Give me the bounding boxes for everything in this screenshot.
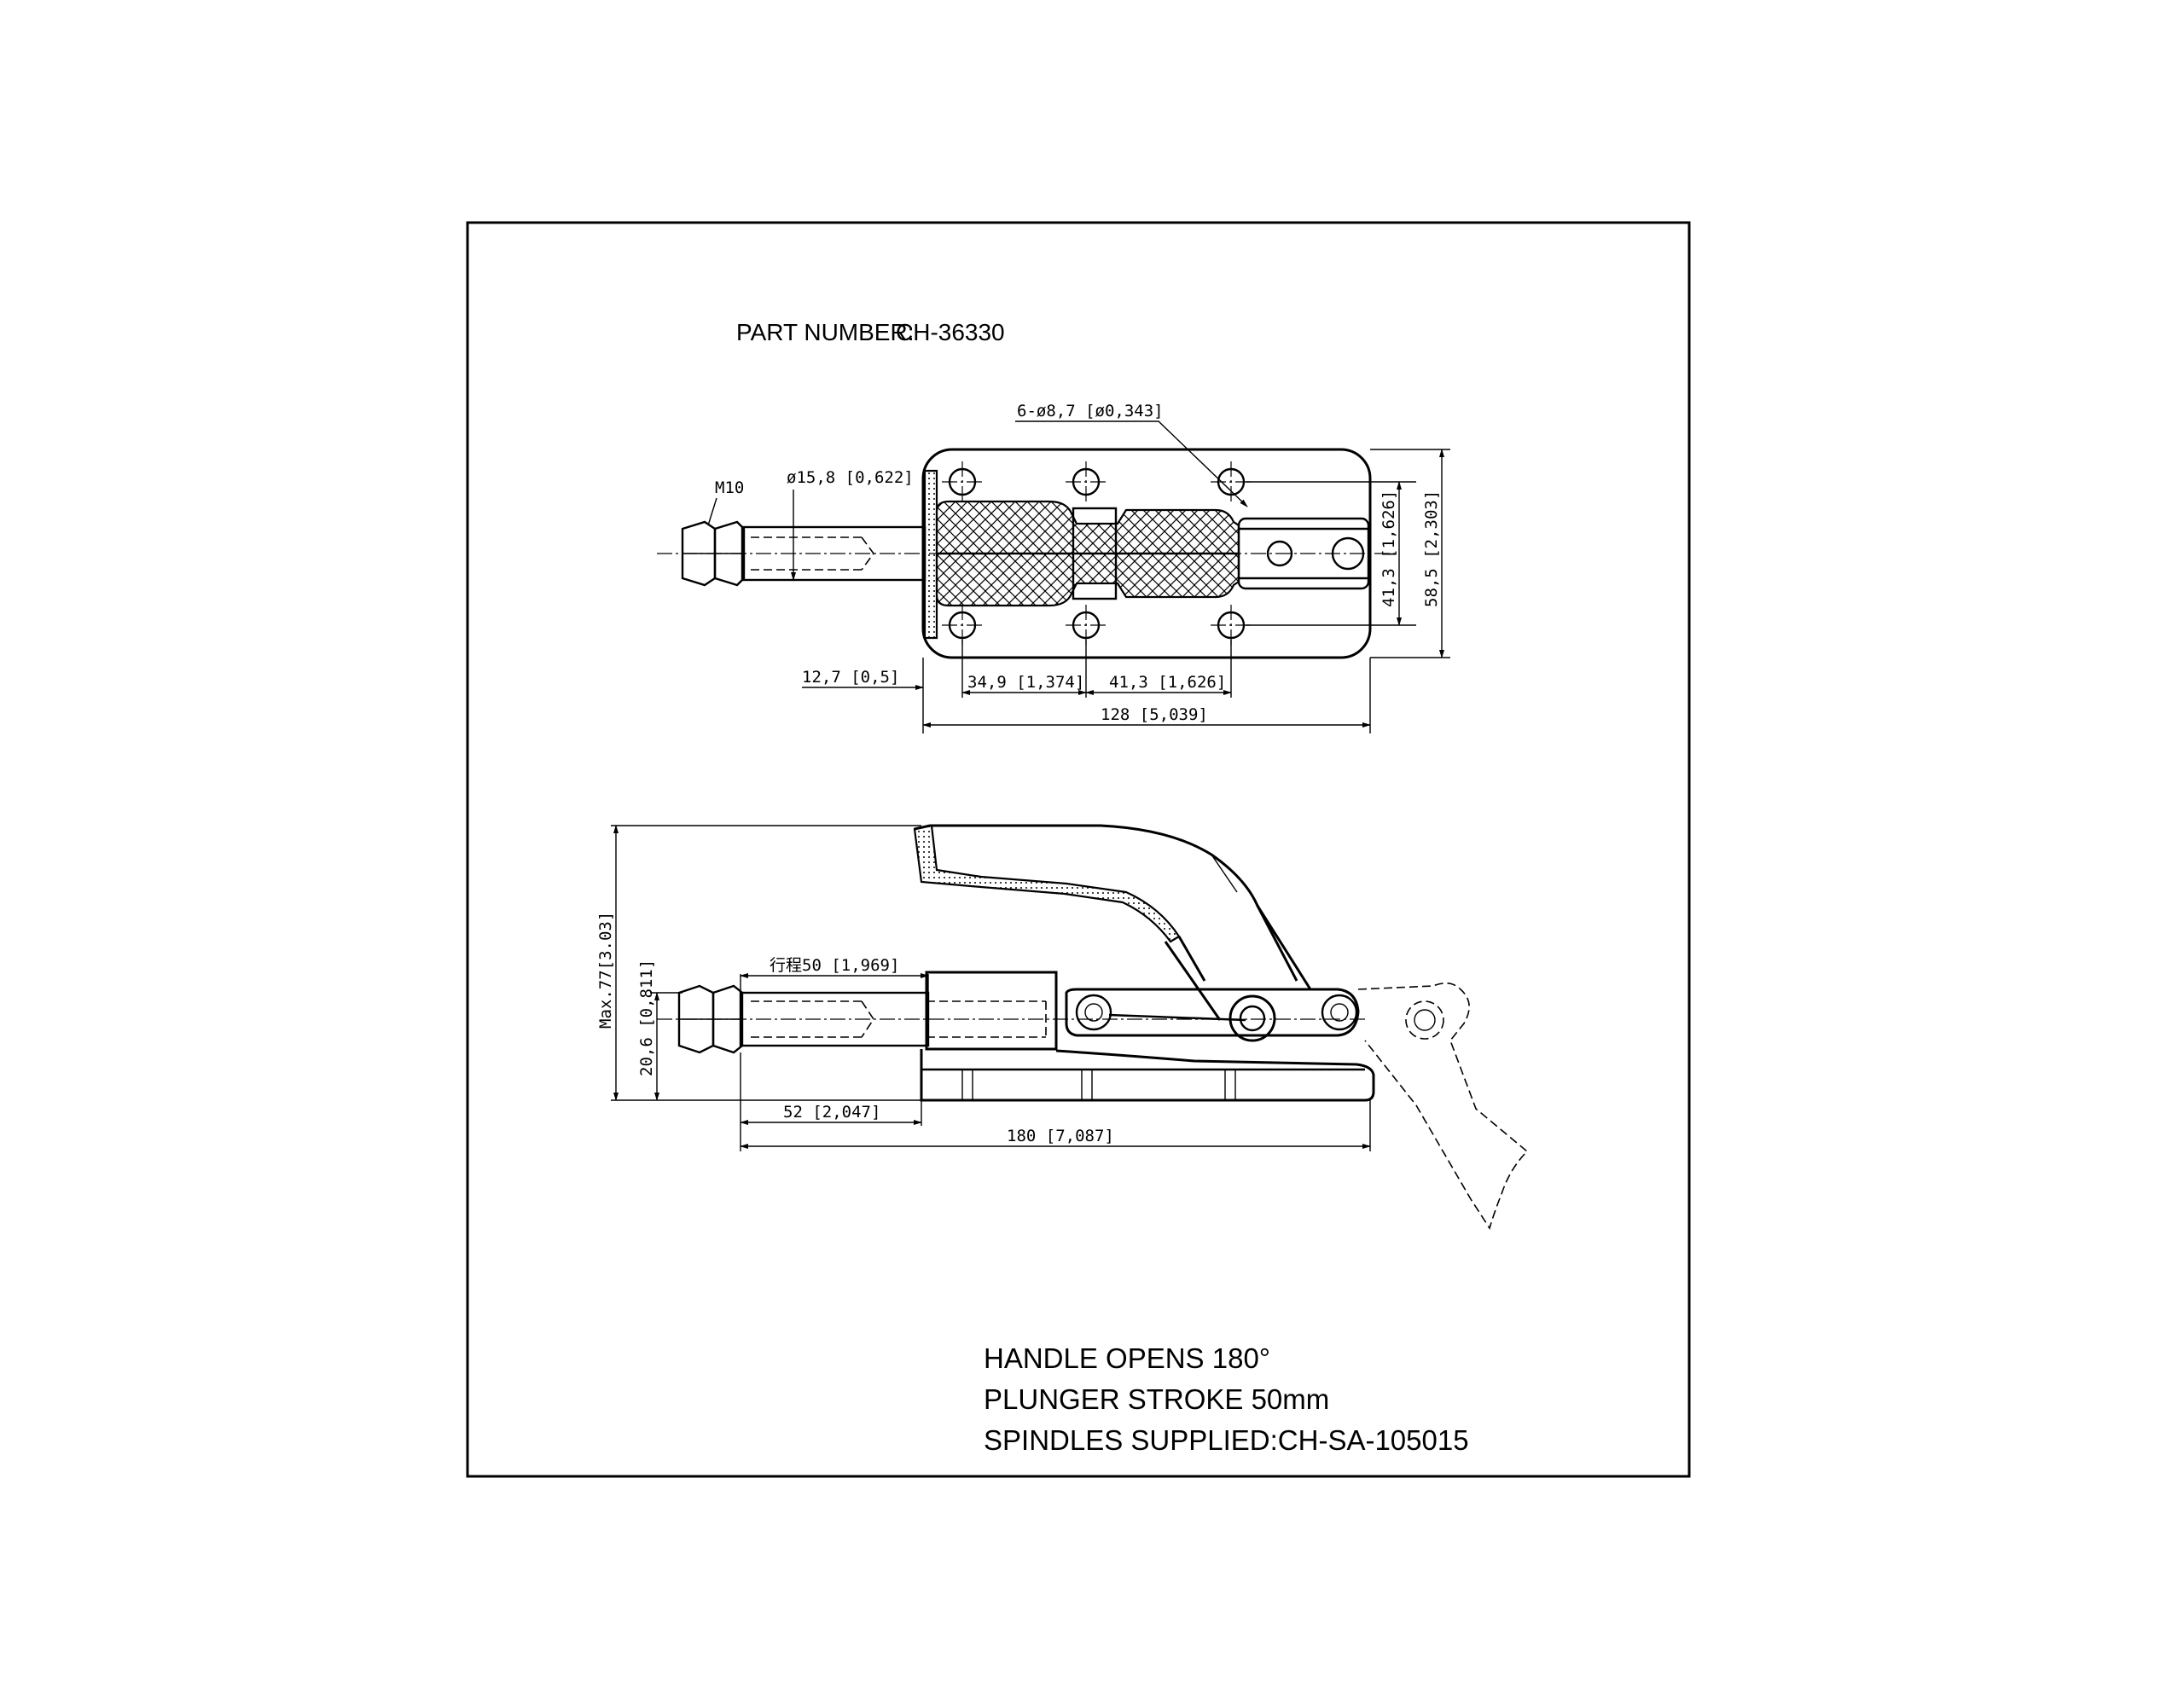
dim-180: 180 [7,087]	[1007, 1127, 1114, 1145]
side-view: 行程50 [1,969] Max.77[3.03] 20,6 [0,811] 5…	[596, 824, 1529, 1230]
top-vertical-dimensions: 41,3 [1,626] 58,5 [2,303]	[1246, 449, 1450, 658]
front-flange	[923, 469, 938, 640]
dim-41-3-vertical: 41,3 [1,626]	[1380, 490, 1398, 607]
thread-label: M10	[715, 478, 744, 497]
hex-nut	[713, 520, 746, 587]
body-block	[925, 971, 1058, 1051]
dim-stroke: 行程50 [1,969]	[770, 956, 899, 975]
mounting-holes	[942, 461, 1252, 646]
holes-callout: 6-ø8,7 [ø0,343]	[1017, 402, 1164, 420]
notes: HANDLE OPENS 180° PLUNGER STROKE 50mm SP…	[984, 1342, 1469, 1456]
dim-58-5: 58,5 [2,303]	[1422, 490, 1441, 607]
part-number-label: PART NUMBER:	[736, 319, 914, 345]
drawing-border	[466, 221, 1691, 1478]
dim-128: 128 [5,039]	[1101, 705, 1208, 724]
handle-grip	[913, 824, 1181, 943]
open-handle-phantom	[1357, 983, 1529, 1230]
pivot-pin	[1228, 994, 1276, 1042]
dim-34-9: 34,9 [1,374]	[967, 673, 1084, 692]
linkage-arm	[1065, 988, 1360, 1037]
dim-20-6: 20,6 [0,811]	[637, 959, 656, 1076]
part-number-value: CH-36330	[896, 319, 1005, 345]
link-pin	[1266, 540, 1293, 567]
dim-max-height: Max.77[3.03]	[596, 912, 615, 1029]
note-plunger-stroke: PLUNGER STROKE 50mm	[984, 1383, 1329, 1415]
rod-diameter-label: ø15,8 [0,622]	[787, 468, 914, 487]
top-horizontal-dimensions: 12,7 [0,5] 34,9 [1,374] 41,3 [1,626] 128…	[802, 640, 1371, 733]
dim-12-7: 12,7 [0,5]	[802, 668, 899, 687]
top-view: 6-ø8,7 [ø0,343] M10 ø15,8 [0,622] 12,7 […	[657, 402, 1450, 733]
dim-41-3-horizontal: 41,3 [1,626]	[1109, 673, 1226, 692]
base-plate-side	[920, 1049, 1375, 1102]
hex-nut-side	[712, 984, 744, 1054]
handle-outline	[914, 824, 1312, 990]
pivot-pin	[1075, 994, 1112, 1031]
note-handle-opens: HANDLE OPENS 180°	[984, 1342, 1270, 1374]
pivot-pin	[1321, 994, 1358, 1031]
note-spindles-supplied: SPINDLES SUPPLIED:CH-SA-105015	[984, 1424, 1469, 1456]
dim-52: 52 [2,047]	[783, 1103, 880, 1122]
